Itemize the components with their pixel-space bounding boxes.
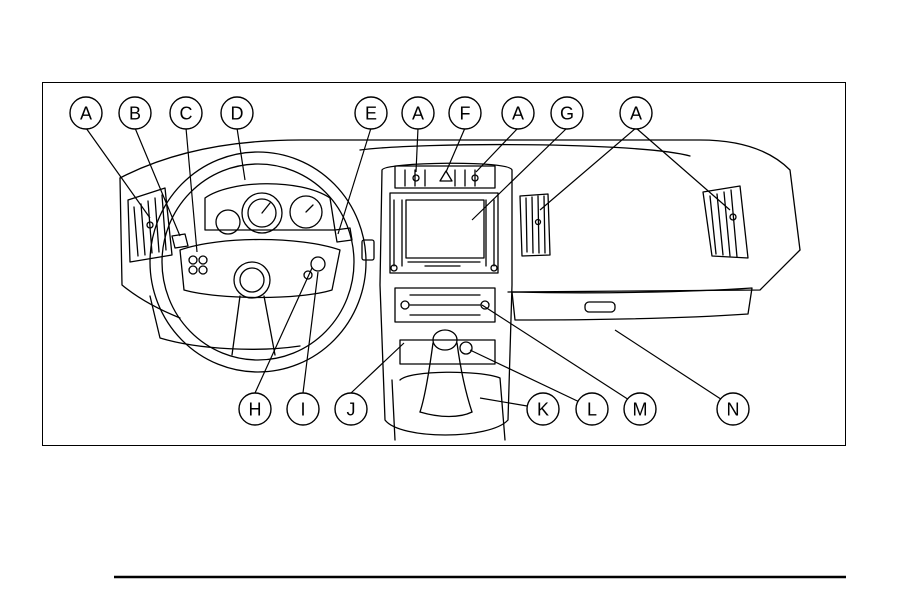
callout-letter: C (180, 104, 193, 124)
callout-top-1: A (70, 97, 102, 129)
steering-wheel (150, 152, 366, 372)
callout-letter: H (249, 400, 262, 420)
dash-top-outline (120, 140, 800, 250)
callout-letter: A (512, 104, 524, 124)
callout-bottom-6: M (624, 393, 656, 425)
callout-letter: B (129, 104, 141, 124)
callout-bottom-1: H (239, 393, 271, 425)
callout-letter: E (365, 104, 377, 124)
callout-top-8: A (502, 97, 534, 129)
turn-signal-stalk (172, 234, 188, 248)
callout-bottom-7: N (717, 393, 749, 425)
callout-letter: L (587, 400, 597, 420)
callout-letter: A (80, 104, 92, 124)
center-vents (395, 166, 495, 188)
callout-bottom-2: I (287, 393, 319, 425)
callout-top-10: A (620, 97, 652, 129)
lower-dash-left (150, 296, 300, 349)
right-vent (703, 186, 748, 258)
callout-top-7: F (449, 97, 481, 129)
callout-letter: M (633, 400, 648, 420)
callout-letter: A (412, 104, 424, 124)
hazard-button (440, 171, 452, 181)
callout-top-4: D (221, 97, 253, 129)
callout-top-6: A (402, 97, 434, 129)
callout-letter: K (537, 400, 549, 420)
center-stack (380, 163, 512, 435)
callout-letter: G (560, 104, 574, 124)
callout-letter: F (460, 104, 471, 124)
callout-bottom-3: J (335, 393, 367, 425)
callout-top-9: G (551, 97, 583, 129)
gear-shifter (392, 330, 505, 440)
passenger-center-vent (520, 194, 550, 256)
callout-letter: J (347, 400, 356, 420)
callout-top-3: C (170, 97, 202, 129)
callout-top-5: E (355, 97, 387, 129)
callout-bottom-4: K (527, 393, 559, 425)
callout-bottom-5: L (576, 393, 608, 425)
callout-letter: A (630, 104, 642, 124)
callout-letter: D (231, 104, 244, 124)
callout-letter: N (727, 400, 740, 420)
callout-letter: I (300, 400, 305, 420)
dash-lip (360, 145, 690, 156)
glove-box (512, 288, 752, 320)
instrument-cluster (205, 184, 335, 234)
dash-lower-outline (120, 178, 800, 318)
callout-top-2: B (119, 97, 151, 129)
